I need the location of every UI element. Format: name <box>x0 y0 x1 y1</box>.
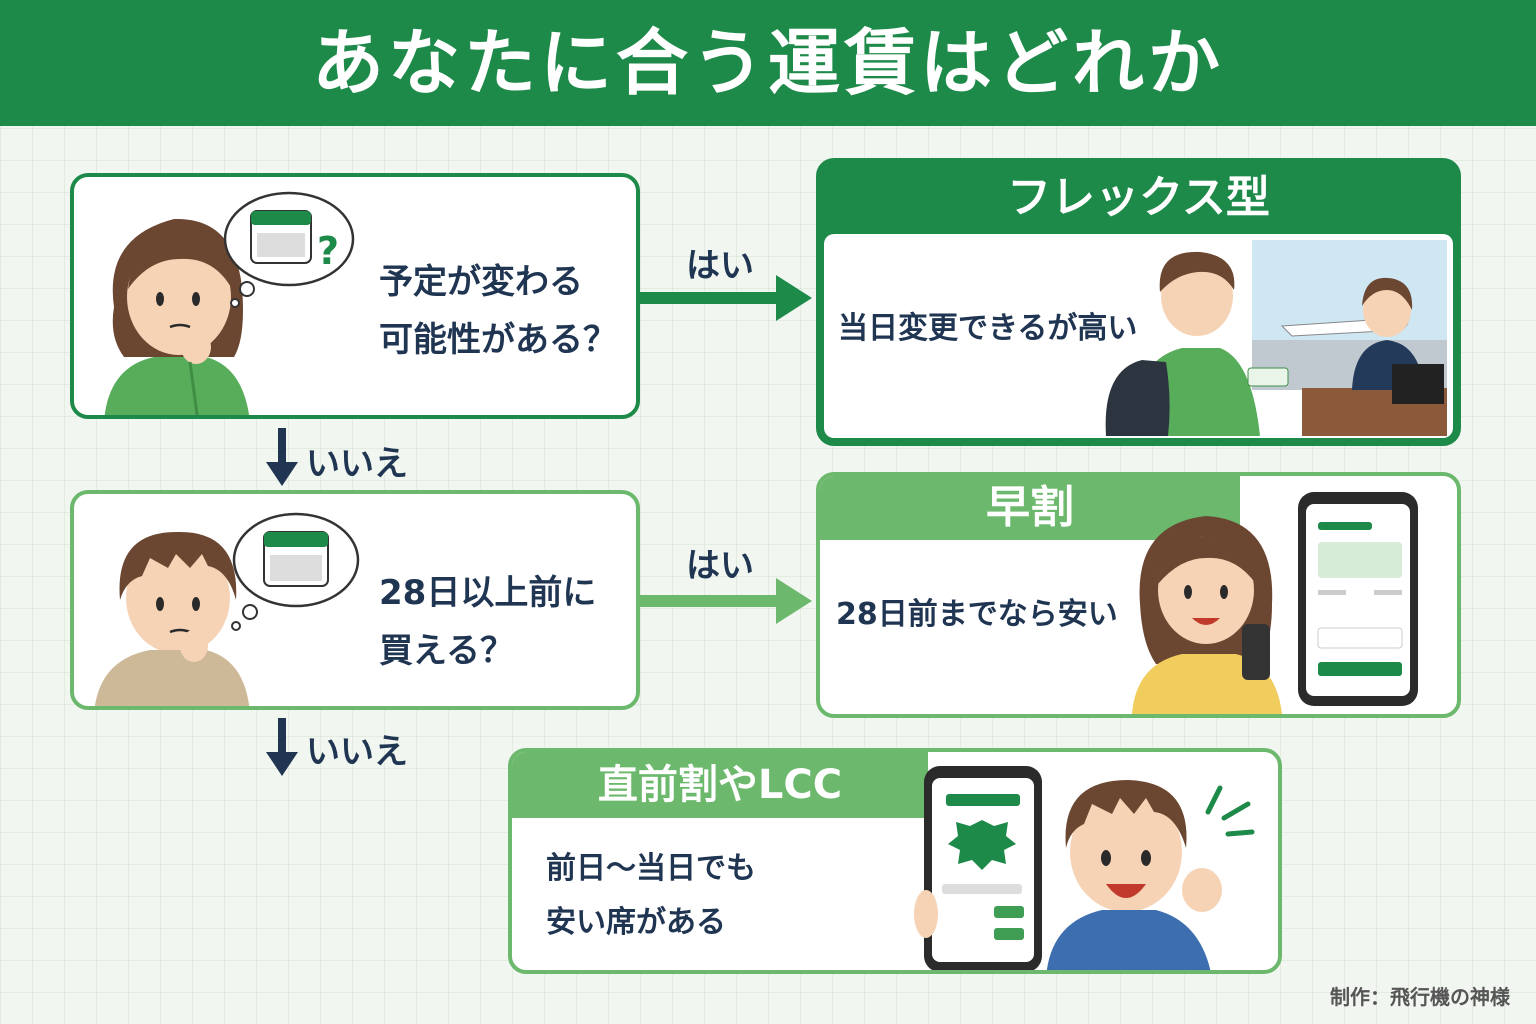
yes-label-1: はい <box>686 246 754 286</box>
credit-text: 制作：飛行機の神様 <box>1330 985 1510 1009</box>
no-label-2: いいえ <box>306 732 408 772</box>
phone-sale-screen-icon <box>914 766 1042 970</box>
result-lcc-description: 前日〜当日でも 安い席がある <box>546 851 756 940</box>
result-lcc-title: 直前割やLCC <box>512 752 928 818</box>
question-2-text: 28日以上前に 買える？ <box>379 573 597 671</box>
yes-label-2: はい <box>686 546 754 586</box>
result-early-box: 早割 28日前までなら安い <box>816 472 1461 718</box>
page-title: あなたに合う運賃はどれか <box>311 21 1224 105</box>
woman-with-phone-illustration <box>1132 516 1282 714</box>
question-1-box: ? 予定が変わる 可能性がある？ <box>70 173 640 419</box>
no-arrow-1 <box>266 428 298 486</box>
airport-counter-illustration <box>1105 240 1447 436</box>
yes-arrow-2 <box>640 578 812 624</box>
result-flex-box: フレックス型 当日変更できるが高い <box>816 158 1461 446</box>
header-banner: あなたに合う運賃はどれか <box>0 0 1536 126</box>
thinking-woman-illustration <box>104 218 249 415</box>
result-early-description: 28日前までなら安い <box>836 597 1118 632</box>
no-arrow-2 <box>266 718 298 776</box>
excited-boy-illustration <box>1046 780 1222 970</box>
svg-text:?: ? <box>317 229 339 273</box>
no-label-1: いいえ <box>306 444 408 484</box>
result-lcc-box: 直前割やLCC 前日〜当日でも 安い席がある <box>508 748 1282 974</box>
calendar-question-icon: ? <box>223 191 355 308</box>
yes-arrow-1 <box>640 275 812 321</box>
sparkle-burst-icon <box>1205 785 1255 837</box>
calendar-icon <box>231 512 360 631</box>
question-2-box: 28日以上前に 買える？ <box>70 490 640 710</box>
result-flex-description: 当日変更できるが高い <box>838 311 1138 346</box>
question-1-text: 予定が変わる 可能性がある？ <box>379 262 617 360</box>
result-flex-title: フレックス型 <box>1007 172 1270 223</box>
phone-booking-screen-icon <box>1298 492 1418 706</box>
thinking-boy-illustration <box>94 531 250 706</box>
